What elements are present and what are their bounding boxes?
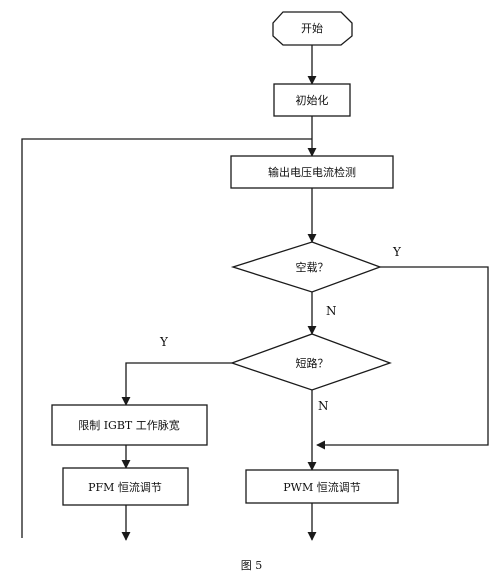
pfm-box (62, 467, 189, 506)
edge-noload-yes (316, 266, 489, 450)
init-label: 初始化 (296, 93, 329, 107)
limit-label: 限制 IGBT 工作脉宽 (78, 418, 180, 432)
short-yes-label: Y (159, 335, 169, 349)
start-label: 开始 (301, 21, 323, 35)
noload-no-label: N (326, 304, 337, 318)
pwm-label: PWM 恒流调节 (283, 480, 360, 494)
noload-yes-label: Y (392, 245, 402, 259)
noload-decision (230, 241, 382, 293)
short-decision (230, 333, 392, 391)
pwm-box (245, 469, 399, 504)
edge-short-yes (121, 362, 232, 406)
init-box (273, 83, 351, 117)
limit-box (51, 404, 208, 446)
noload-label: 空载？ (296, 260, 329, 274)
short-label: 短路？ (296, 356, 329, 370)
detect-label: 输出电压电流检测 (268, 165, 356, 179)
pfm-label: PFM 恒流调节 (88, 480, 162, 494)
figure-caption: 图 5 (240, 559, 263, 572)
detect-box (230, 155, 394, 189)
short-no-label: N (318, 399, 329, 413)
edge-feedback-loop (21, 138, 312, 538)
start-node (272, 11, 353, 46)
